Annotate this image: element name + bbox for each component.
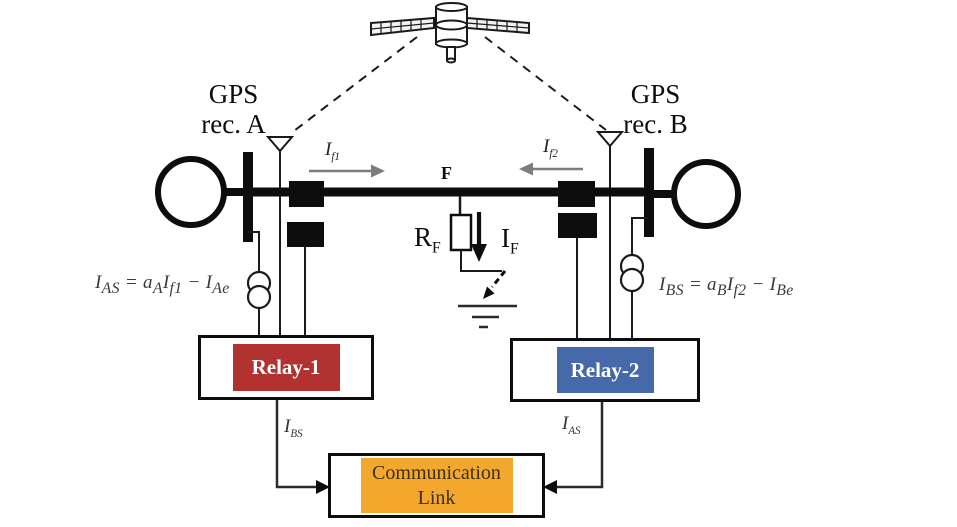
fault-current-arrow-icon <box>471 212 487 262</box>
comm-arrow-right-icon <box>543 480 557 494</box>
fault-resistance-label: RF <box>414 222 441 257</box>
ground-icon <box>458 304 517 329</box>
relay2-comm-wire <box>543 402 604 494</box>
relay2-label: Relay-2 <box>570 357 640 382</box>
generator-a-icon <box>155 156 227 228</box>
satellite-body-icon <box>435 2 468 64</box>
gps-receiver-b-label: GPS rec. B <box>608 79 703 139</box>
if2-label: If2 <box>543 136 558 160</box>
ct-a-secondary-block <box>287 222 324 247</box>
gps-signal-line-b <box>484 36 607 131</box>
relay1-chip: Relay-1 <box>232 344 340 391</box>
busbar-b <box>644 148 654 237</box>
gps-signal-line-a <box>289 36 418 135</box>
gps-receiver-b-line2: rec. B <box>623 109 688 140</box>
antenna-b-icon <box>595 131 625 338</box>
gps-receiver-a-label: GPS rec. A <box>186 79 281 139</box>
side-a-current-formula: IAS = aAIf1 − IAe <box>95 272 230 297</box>
gps-receiver-a-line1: GPS <box>208 79 259 109</box>
ct-a-winding-icon <box>246 270 272 310</box>
communication-link-box: Communication Link <box>328 453 545 518</box>
ias-signal-label: IAS <box>562 413 581 437</box>
solar-panel-right-icon <box>466 16 530 35</box>
if2-arrow-icon <box>519 162 583 176</box>
relay1-comm-wire <box>275 400 330 494</box>
fault-resistor-icon <box>449 213 473 252</box>
bus-b-tap-wire <box>631 217 648 338</box>
gps-receiver-b-line1: GPS <box>630 79 681 109</box>
relay1-label: Relay-1 <box>251 355 321 379</box>
side-b-current-formula: IBS = aBIf2 − IBe <box>659 274 794 299</box>
ground-wire <box>460 250 502 272</box>
communication-link-chip: Communication Link <box>360 458 513 513</box>
communication-link-label-line2: Link <box>417 486 456 509</box>
satellite-icon <box>370 2 530 64</box>
fault-point-label: F <box>441 163 452 183</box>
if1-arrow-icon <box>309 164 385 178</box>
communication-link-label-line1: Communication <box>372 461 501 484</box>
ibs-signal-label: IBS <box>284 416 303 440</box>
relay2-box: Relay-2 <box>510 338 700 402</box>
busbar-a <box>243 152 253 242</box>
if1-label: If1 <box>325 139 340 163</box>
antenna-a-icon <box>265 136 295 335</box>
solar-panel-left-icon <box>370 16 435 37</box>
comm-arrow-left-icon <box>316 480 330 494</box>
ct-a-primary-block <box>289 181 324 207</box>
relay1-box: Relay-1 <box>198 335 374 400</box>
fault-current-label: IF <box>501 223 519 258</box>
gps-receiver-a-line2: rec. A <box>201 109 266 140</box>
relay2-chip: Relay-2 <box>556 347 654 393</box>
generator-b-icon <box>671 159 741 229</box>
ct-b-primary-block <box>558 181 595 207</box>
ct-b-secondary-block <box>558 213 597 238</box>
ground-arrow-icon <box>483 270 507 299</box>
ct-b-winding-icon <box>619 253 645 293</box>
